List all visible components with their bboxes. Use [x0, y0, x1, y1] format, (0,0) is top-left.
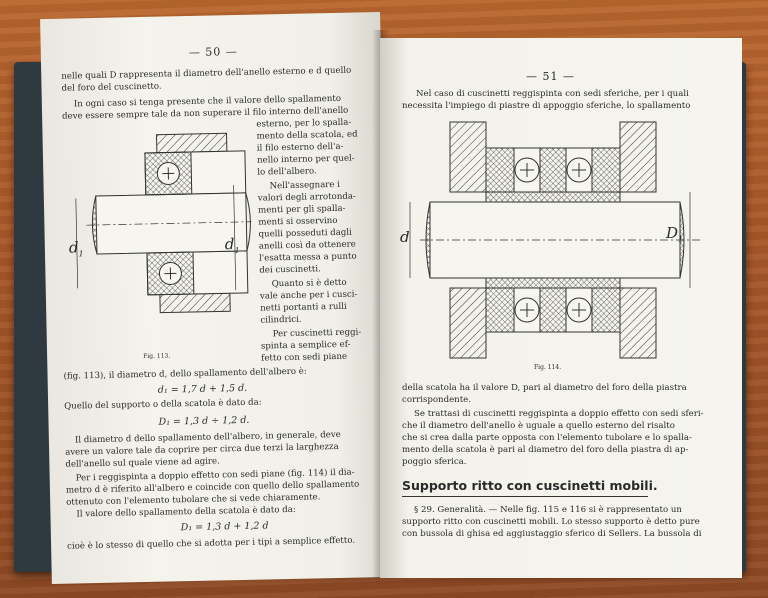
equation: D₁ = 1,3 d ÷ 1,2 d. [158, 414, 250, 428]
fig-label-d: d1 [68, 238, 84, 259]
equation: D₁ = 1,3 d + 1,2 d [180, 520, 269, 534]
text-line: netti portanti a rulli [260, 301, 347, 314]
text-line: (fig. 113), il diametro d, dello spallam… [63, 366, 307, 382]
text-line: dei cuscinetti. [259, 264, 321, 276]
text-line: con bussola di ghisa ed aggiustaggio sfe… [402, 529, 702, 539]
text-line: Se trattasi di cuscinetti reggispinta a … [414, 409, 704, 419]
fig-label-d1: d1 [224, 235, 240, 256]
text-line: che si crea dalla parte opposta con l'el… [402, 433, 692, 443]
fig-label-D1: D1 [666, 224, 684, 244]
text-line: Quello del supporto o della scatola è da… [64, 397, 262, 412]
right-page: — 51 — Nel caso di cuscinetti reggispint… [380, 38, 742, 578]
text-line: supporto ritto con cuscinetti mobili. Lo… [402, 517, 700, 527]
text-line: dell'anello sul quale viene ad agire. [65, 456, 220, 470]
figure-caption: Fig. 113. [143, 352, 171, 361]
text-line: lo dell'albero. [257, 166, 317, 178]
fig-label-d: d [400, 228, 410, 246]
text-line: che il diametro dell'anello è uguale a q… [402, 421, 675, 431]
text-line: § 29. Generalità. — Nelle fig. 115 e 116… [414, 505, 682, 515]
figure-114 [409, 121, 700, 359]
text-line: poggio sferica. [402, 457, 467, 467]
page-number: — 51 — [526, 70, 575, 83]
section-heading: Supporto ritto con cuscinetti mobili. [402, 478, 658, 493]
equation: d₁ = 1,7 d + 1,5 d. [157, 382, 248, 396]
text-line: fetto con sedi piane [261, 351, 348, 364]
page-number: — 50 — [188, 44, 238, 60]
text-line: mento della scatola è pari al diametro d… [402, 445, 689, 455]
figure-113 [75, 132, 252, 314]
heading-underline [402, 496, 648, 497]
text-line: cioè è lo stesso di quello che si adotta… [67, 535, 356, 552]
text-line: Nel caso di cuscinetti reggispinta con s… [416, 89, 689, 99]
left-page: — 50 — nelle quali D rappresenta il diam… [40, 12, 392, 584]
text-line: della scatola ha il valore D, pari al di… [402, 383, 687, 393]
text-line: cilindrici. [260, 314, 302, 326]
text-line: corrispondente. [402, 395, 471, 405]
text-line: nelle quali D rappresenta il diametro de… [61, 65, 352, 82]
figure-caption: Fig. 114. [534, 364, 562, 371]
text-line: necessita l'impiego di piastre di appogg… [402, 101, 691, 111]
text-line: del foro del cuscinetto. [61, 81, 162, 94]
